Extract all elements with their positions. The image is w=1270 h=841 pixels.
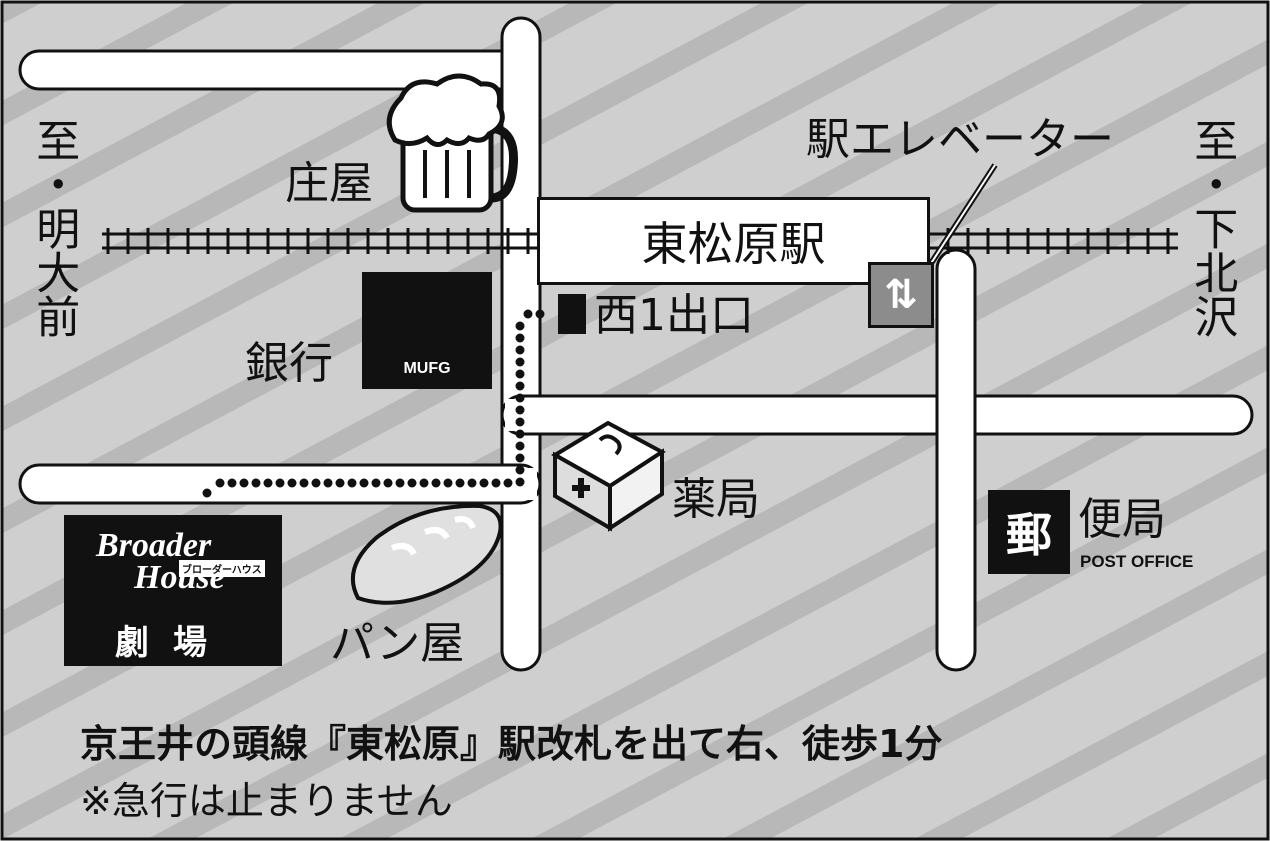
route-dot <box>419 478 429 488</box>
bank-logo-text: MUFG <box>403 360 451 377</box>
station-name: 東松原駅 <box>641 217 826 271</box>
theater-line1: Broader <box>96 527 212 564</box>
medicine-box-icon <box>551 420 666 532</box>
bread-icon <box>350 503 503 605</box>
route-dot <box>299 478 309 488</box>
route-dot <box>515 405 525 415</box>
route-dot <box>455 478 465 488</box>
railway-ties <box>106 228 1170 254</box>
exit-label: 西1出口 <box>594 290 754 341</box>
route-dot <box>311 478 321 488</box>
road-vertical-right <box>935 248 977 672</box>
route-dot <box>443 478 453 488</box>
route-dot <box>515 345 525 355</box>
route-dot <box>347 478 357 488</box>
pharmacy-label: 薬局 <box>672 474 760 525</box>
route-dot <box>227 478 237 488</box>
post-office-label: 便局 <box>1078 494 1166 545</box>
route-dot <box>335 478 345 488</box>
route-dot <box>467 478 477 488</box>
route-dot <box>515 321 525 331</box>
direction-left: 至・明大前 <box>28 118 80 338</box>
route-dot <box>491 478 501 488</box>
route-dot <box>503 478 513 488</box>
road-vertical-main <box>500 16 542 672</box>
theater-kanji: 劇場 <box>115 623 231 663</box>
route-dot <box>287 478 297 488</box>
beer-mug-icon <box>386 73 519 213</box>
bakery-label: パン屋 <box>330 618 465 669</box>
route-dot <box>431 478 441 488</box>
elevator-icon: ⇅ <box>868 262 934 328</box>
route-dot <box>202 488 212 498</box>
walking-route <box>202 309 545 498</box>
route-dot <box>239 478 249 488</box>
route-dot <box>515 441 525 451</box>
izakaya-label: 庄屋 <box>285 158 373 209</box>
route-dot <box>515 357 525 367</box>
route-dot <box>515 393 525 403</box>
route-dot <box>407 478 417 488</box>
route-dot <box>263 478 273 488</box>
route-dot <box>523 309 533 319</box>
route-dot <box>215 478 225 488</box>
bank-logo: MUFG <box>362 272 492 389</box>
post-office-mark: 郵 <box>988 490 1070 574</box>
route-dot <box>479 478 489 488</box>
access-note: 京王井の頭線『東松原』駅改札を出て右、徒歩1分 <box>80 722 943 766</box>
route-dot <box>535 309 545 319</box>
route-dot <box>515 465 525 475</box>
elevator-label: 駅エレベーター <box>806 114 1114 165</box>
route-dot <box>515 429 525 439</box>
route-dot <box>395 478 405 488</box>
route-dot <box>323 478 333 488</box>
theater-logo: Broader House ブローダーハウス 劇場 <box>64 515 282 666</box>
route-dot <box>515 417 525 427</box>
route-dot <box>275 478 285 488</box>
express-note: ※急行は止まりません <box>80 779 453 823</box>
route-dot <box>383 478 393 488</box>
route-dot <box>515 381 525 391</box>
post-office-en: POST OFFICE <box>1080 552 1194 571</box>
route-dot <box>515 333 525 343</box>
route-dot <box>515 453 525 463</box>
theater-kana: ブローダーハウス <box>179 560 265 577</box>
route-dot <box>359 478 369 488</box>
direction-right: 至・下北沢 <box>1186 118 1238 338</box>
station-box: 東松原駅 <box>537 197 930 285</box>
route-dot <box>515 477 525 487</box>
exit-marker <box>558 294 586 334</box>
route-dot <box>515 369 525 379</box>
bank-label: 銀行 <box>245 338 333 389</box>
route-dot <box>371 478 381 488</box>
road-cross <box>500 394 1254 436</box>
route-dot <box>251 478 261 488</box>
